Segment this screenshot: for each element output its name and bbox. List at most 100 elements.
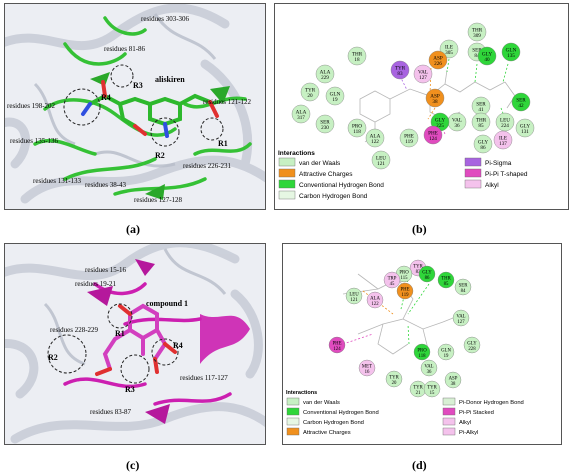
d-node-circle (463, 336, 481, 354)
legend-b-title: Interactions (278, 150, 315, 157)
d-node-circle (328, 336, 346, 354)
b-node-circle (371, 150, 391, 170)
d-node-name: TYR (413, 386, 423, 391)
b-node-name: ILE (445, 45, 453, 51)
b-node-number: 124 (429, 136, 437, 142)
b-node-number: 86 (480, 145, 486, 151)
b-node-number: 135 (507, 53, 515, 59)
b-node-name: LEU (500, 118, 510, 124)
legend-b-text-chbond: Carbon Hydrogen Bond (299, 193, 368, 200)
legend-b-swatch-chbond (278, 190, 296, 200)
b-node-name: GLY (478, 140, 488, 146)
region-c-label-r4: R4 (173, 341, 183, 350)
legend-b-swatch-vdw (278, 157, 296, 167)
panel-a-structure: residues 303-306 residues 81-86 residues… (4, 3, 266, 210)
b-node-name: THR (476, 118, 487, 124)
label-residues-117-127: residues 117-127 (180, 374, 228, 382)
region-r4-circle (63, 88, 101, 126)
d-node-circle (423, 380, 441, 398)
b-node-circle (390, 60, 410, 80)
caption-b: (b) (412, 222, 427, 236)
panel-c-svg: residues 15-16 residues 19-21 residues 2… (5, 244, 265, 444)
d-node-circle (413, 343, 431, 361)
d-node-circle (452, 309, 470, 327)
d-node-circle (396, 282, 414, 300)
legend-d-swatch-alkyl (442, 417, 456, 426)
d-node-circle (444, 371, 462, 389)
panel-d-legend: Interactions van der Waals Conventional … (286, 390, 524, 436)
panel-a-svg: residues 303-306 residues 81-86 residues… (5, 4, 265, 204)
b-node-number: 40 (484, 57, 490, 63)
legend-d-text-pidonor: Pi-Donor Hydrogen Bond (459, 400, 524, 406)
d-node-circle (366, 291, 384, 309)
d-node-number: 121 (350, 298, 358, 303)
ligand-label-compound-1: compound 1 (146, 299, 188, 308)
b-node-name: ALA (370, 134, 381, 140)
legend-b-swatch-alkyl (464, 179, 482, 189)
legend-b-swatch-charge (278, 168, 296, 178)
d-node-circle (358, 359, 376, 377)
region-r2-circle (150, 117, 180, 147)
d-node-circle (418, 265, 436, 283)
d-node-name: ALA (370, 297, 380, 302)
caption-d: (d) (412, 458, 427, 472)
panel-c-structure: residues 15-16 residues 19-21 residues 2… (4, 243, 266, 445)
legend-d-swatch-pipi (442, 407, 456, 416)
b-node-circle (515, 118, 535, 138)
b-node-number: 119 (405, 139, 413, 145)
d-node-name: THR (441, 277, 451, 282)
b-node-name: ASP (433, 56, 443, 62)
b-node-circle (495, 112, 515, 132)
d-node-number: 19 (444, 354, 449, 359)
b-node-name: SER (476, 102, 486, 108)
caption-a: (a) (126, 222, 140, 236)
d-node-circle (437, 343, 455, 361)
caption-c: (c) (126, 458, 140, 472)
b-node-name: VAL (418, 70, 428, 76)
legend-b-swatch-hbond (278, 179, 296, 189)
b-node-circle (471, 112, 491, 132)
d-node-name: GLY (422, 271, 432, 276)
b-node-circle (423, 125, 443, 145)
legend-d-swatch-hbond (286, 407, 300, 416)
label-residues-127-128: residues 127-128 (134, 196, 183, 204)
label-residues-15-16: residues 15-16 (85, 266, 127, 274)
b-node-number: 230 (321, 125, 329, 131)
legend-b-text-vdw: van der Waals (299, 160, 341, 167)
b-node-circle (413, 64, 433, 84)
legend-d-text-chbond: Carbon Hydrogen Bond (303, 420, 364, 426)
d-node-number: 115 (400, 276, 408, 281)
d-node-name: SER (459, 284, 469, 289)
d-node-number: 119 (401, 293, 409, 298)
b-node-number: 118 (353, 129, 361, 135)
b-node-circle (501, 42, 521, 62)
d-node-name: TYR (413, 265, 423, 270)
d-node-circle (383, 271, 401, 289)
legend-d-swatch-vdw (286, 397, 300, 406)
b-node-name: ALA (296, 110, 307, 116)
d-node-number: 118 (418, 354, 426, 359)
region-r1-circle (200, 117, 224, 141)
d-node-number: 45 (390, 282, 395, 287)
b-node-circle (347, 118, 367, 138)
region-label-r3: R3 (133, 81, 143, 90)
b-node-number: 41 (478, 107, 484, 113)
